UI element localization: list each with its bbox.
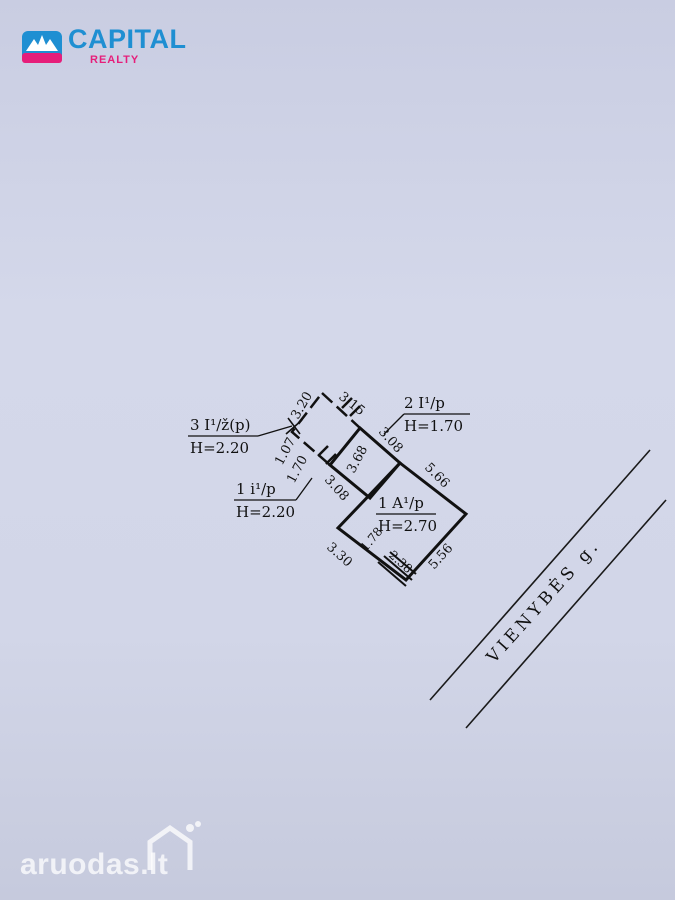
aruodas-watermark: aruodas.lt (20, 820, 220, 882)
dimension-label: 3.68 (344, 443, 371, 476)
room-3-label: 3 I¹/ž(p) (190, 416, 251, 434)
house-logo-icon (22, 31, 62, 63)
street-name: VIENYBĖS g. (481, 535, 604, 669)
dimension-label: 5.66 (421, 460, 452, 491)
logo-subtitle: REALTY (90, 54, 140, 66)
room-2-height: H=1.70 (404, 417, 463, 435)
dimension-label: 3.08 (375, 425, 406, 457)
room-2-label: 2 I¹/p (404, 394, 445, 412)
room-1i-height: H=2.20 (236, 503, 295, 521)
room-1i-label: 1 i¹/p (236, 480, 276, 498)
room-3-height: H=2.20 (190, 439, 249, 457)
room-1a-height: H=2.70 (378, 517, 437, 535)
dimension-label: 3.30 (323, 540, 355, 571)
room-3-outline (290, 391, 362, 467)
watermark-text: aruodas.lt (20, 848, 169, 881)
room-1a-label: 1 A¹/p (378, 494, 424, 512)
street-line-upper (429, 449, 651, 701)
street-line-lower (465, 499, 667, 729)
house-watermark-icon (147, 821, 201, 870)
room-1a-outline (335, 460, 469, 583)
dimension-label: 5.56 (426, 541, 457, 573)
logo-name: CAPITAL (68, 24, 187, 54)
capital-realty-logo: CAPITAL REALTY (22, 24, 212, 70)
